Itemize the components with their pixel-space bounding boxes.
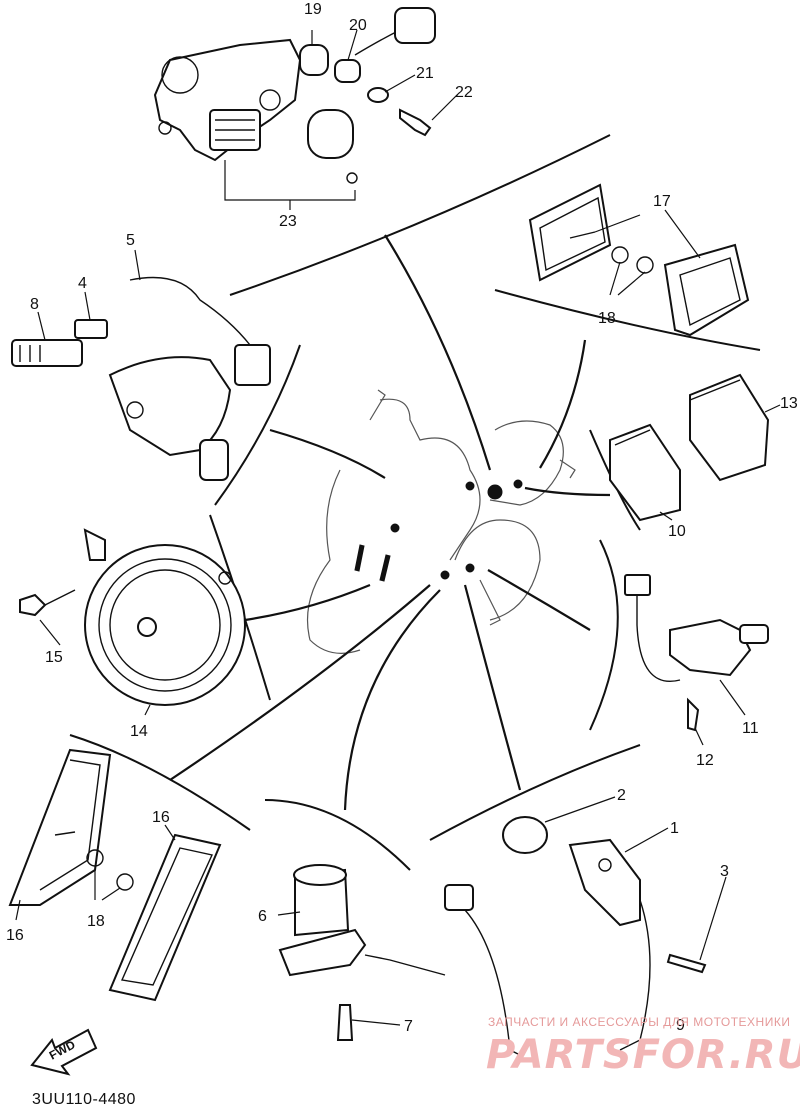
grommet-19 bbox=[299, 44, 329, 76]
boundary-top bbox=[229, 134, 611, 296]
relay-assembly bbox=[609, 373, 781, 522]
boundary-reflector bbox=[494, 289, 761, 351]
callout-6: 6 bbox=[258, 908, 267, 925]
collar-20 bbox=[334, 59, 361, 83]
callout-1: 1 bbox=[670, 820, 679, 837]
section-boundaries bbox=[69, 134, 761, 871]
sweep-horn bbox=[244, 583, 371, 622]
callout-2: 2 bbox=[617, 787, 626, 804]
boundary-upper-left bbox=[214, 344, 301, 506]
callout-18-top: 18 bbox=[598, 310, 616, 327]
handlebar-switch-assembly bbox=[153, 7, 458, 210]
callout-14: 14 bbox=[130, 723, 148, 740]
horn-assembly bbox=[19, 528, 246, 716]
side-reflector-assembly bbox=[8, 748, 222, 1002]
watermark-caption: ЗАПЧАСТИ И АКСЕССУАРЫ ДЛЯ МОТОТЕХНИКИ bbox=[488, 1015, 790, 1029]
callout-5: 5 bbox=[126, 232, 135, 249]
starter-relay-assembly bbox=[277, 864, 446, 1041]
switch-8 bbox=[11, 339, 83, 367]
sweep-reflector bbox=[539, 339, 587, 469]
callout-19: 19 bbox=[304, 1, 322, 18]
screw-3 bbox=[666, 953, 707, 974]
callout-22: 22 bbox=[455, 84, 473, 101]
frame-outline bbox=[306, 389, 576, 654]
sweep-neutral bbox=[463, 584, 522, 791]
sweep-relay bbox=[524, 486, 611, 497]
callout-9: 9 bbox=[676, 1017, 685, 1034]
watermark: ЗАПЧАСТИ И АКСЕССУАРЫ ДЛЯ МОТОТЕХНИКИ PA… bbox=[486, 1015, 800, 1078]
callout-4: 4 bbox=[78, 275, 87, 292]
callout-13: 13 bbox=[780, 395, 798, 412]
boundary-bottom-center bbox=[264, 799, 411, 871]
sweep-side-reflector bbox=[169, 584, 431, 781]
callout-18-bottom: 18 bbox=[87, 913, 105, 930]
sweep-solenoid bbox=[343, 589, 441, 811]
callout-16-left: 16 bbox=[6, 927, 24, 944]
callout-20: 20 bbox=[349, 17, 367, 34]
callout-7: 7 bbox=[404, 1018, 413, 1035]
watermark-brand: PARTSFOR.RU bbox=[486, 1032, 800, 1078]
callout-3: 3 bbox=[720, 863, 729, 880]
callout-15: 15 bbox=[45, 649, 63, 666]
callout-12: 12 bbox=[696, 752, 714, 769]
sweep-sensor bbox=[487, 569, 591, 631]
diagram-code: 3UU110-4480 bbox=[32, 1091, 136, 1107]
callout-10: 10 bbox=[668, 523, 686, 540]
sweep-leaders bbox=[169, 234, 611, 811]
callout-23: 23 bbox=[279, 213, 297, 230]
speed-sensor-assembly bbox=[624, 574, 769, 746]
rear-reflector-assembly bbox=[528, 183, 750, 337]
forward-arrow-badge: FWD bbox=[30, 1028, 98, 1076]
boundary-bottom-right bbox=[429, 744, 641, 841]
callout-21: 21 bbox=[416, 65, 434, 82]
neutral-switch-assembly bbox=[444, 796, 727, 1056]
sweep-switch bbox=[384, 234, 492, 471]
callout-labels: 19 20 21 22 23 17 18 5 4 8 13 10 11 12 1… bbox=[6, 1, 798, 1035]
boundary-lower-left bbox=[69, 734, 251, 831]
sweep-sender bbox=[269, 428, 386, 479]
callout-16-right: 16 bbox=[152, 809, 170, 826]
o-ring-2 bbox=[502, 816, 548, 854]
callout-11: 11 bbox=[742, 720, 759, 737]
callout-8: 8 bbox=[30, 296, 39, 313]
callout-17: 17 bbox=[653, 193, 671, 210]
boundary-right bbox=[589, 539, 619, 731]
temp-sender-assembly bbox=[11, 249, 271, 481]
washer-21 bbox=[367, 87, 389, 103]
screw-22 bbox=[399, 108, 432, 137]
